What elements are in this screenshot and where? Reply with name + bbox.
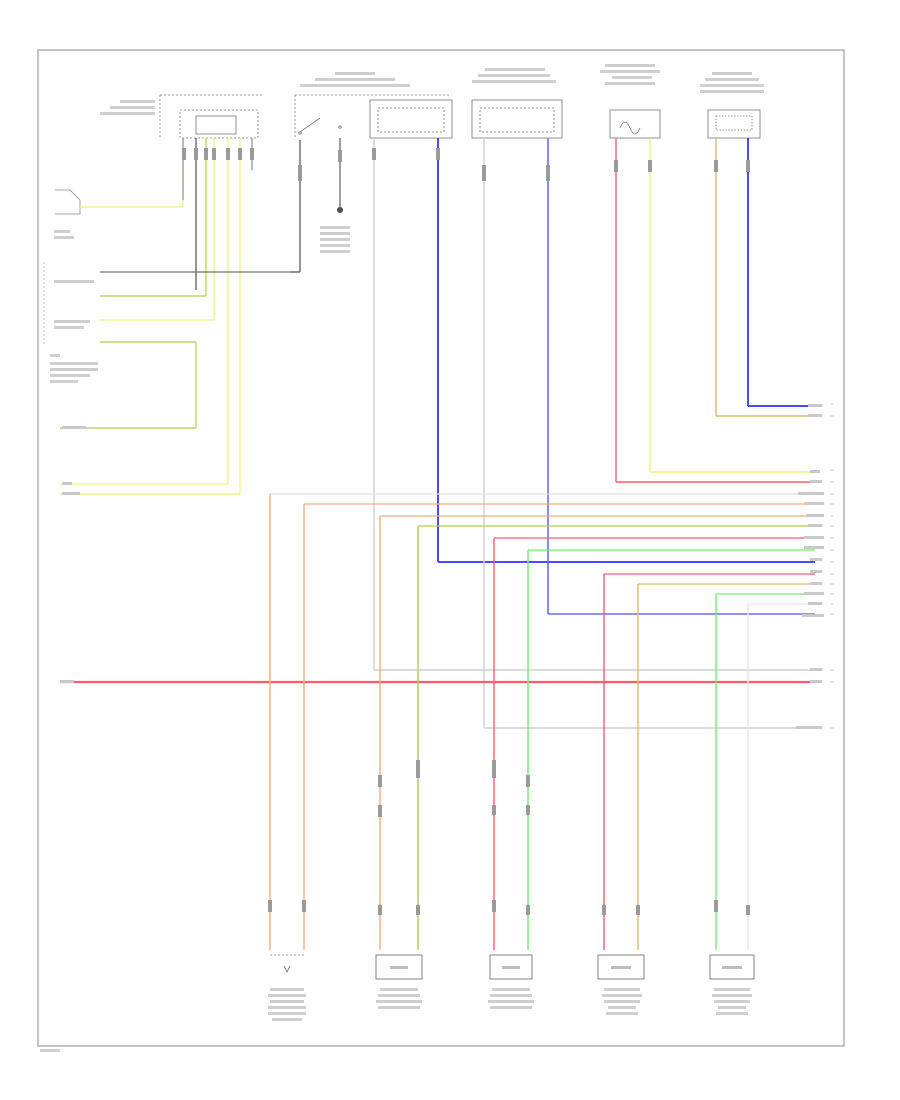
bottom-label-blocks (40, 988, 752, 1052)
ground-symbol-left (55, 189, 81, 215)
top-components (159, 94, 761, 139)
drop-wires (269, 494, 749, 950)
component-box-1-inner (377, 107, 445, 133)
component-box-2-inner (479, 107, 555, 133)
right-wire-labels (60, 404, 824, 729)
component-sensor-1 (609, 109, 661, 139)
left-wiring (43, 138, 301, 495)
bottom-sensor-3 (489, 954, 533, 980)
bottom-sensor-inner (390, 966, 742, 969)
component-box-2 (471, 99, 563, 139)
label-blocks (50, 64, 764, 383)
bottom-sensor-1 (270, 954, 304, 974)
component-sensor-2 (707, 109, 761, 139)
harness-bus (60, 493, 815, 684)
trunk-wires (373, 138, 815, 729)
component-switch (294, 94, 450, 138)
pin-marks (182, 148, 750, 915)
terminal-ticks (830, 403, 834, 729)
diagram-frame (37, 49, 845, 1047)
ground-switch (336, 138, 344, 214)
component-left-module (159, 94, 262, 139)
component-box-1 (369, 99, 453, 139)
